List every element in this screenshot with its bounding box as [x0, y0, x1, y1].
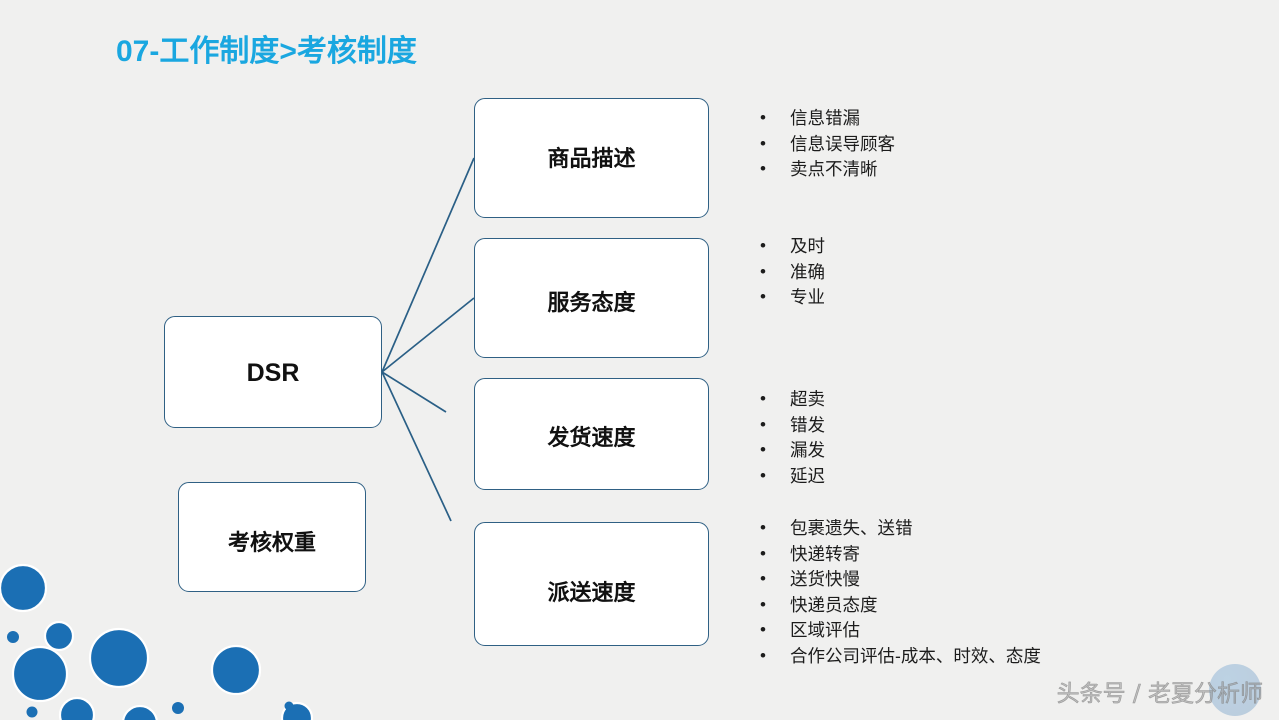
decor-circle: [11, 645, 69, 703]
list-item: 超卖: [752, 386, 825, 413]
decor-circle: [210, 644, 262, 696]
list-item: 快递员态度: [752, 592, 1041, 619]
node-product-description-label: 商品描述: [547, 146, 636, 171]
connector-to-service: [381, 297, 475, 373]
decor-circle: [43, 620, 75, 652]
list-item: 区域评估: [752, 617, 1041, 644]
list-item: 准确: [752, 259, 825, 286]
list-item: 延迟: [752, 463, 825, 490]
decor-circle: [280, 701, 314, 720]
list-item: 合作公司评估-成本、时效、态度: [752, 643, 1041, 670]
node-product-description[interactable]: 商品描述: [474, 98, 709, 218]
list-delivery-speed: 包裹遗失、送错 快递转寄 送货快慢 快递员态度 区域评估 合作公司评估-成本、时…: [752, 515, 1041, 670]
node-service-attitude[interactable]: 服务态度: [474, 238, 709, 358]
list-item: 及时: [752, 233, 825, 260]
list-item: 信息误导顾客: [752, 131, 895, 158]
list-item: 信息错漏: [752, 105, 895, 132]
node-delivery-speed-label: 派送速度: [547, 580, 636, 605]
decor-dot: [7, 631, 19, 643]
list-item: 专业: [752, 284, 825, 311]
node-shipping-speed[interactable]: 发货速度: [474, 378, 709, 490]
node-dsr[interactable]: DSR: [164, 316, 382, 428]
list-shipping-speed: 超卖 错发 漏发 延迟: [752, 386, 825, 490]
decor-circle: [0, 563, 48, 613]
list-product-description: 信息错漏 信息误导顾客 卖点不清晰: [752, 105, 895, 183]
decor-circle: [58, 696, 96, 720]
list-service-attitude: 及时 准确 专业: [752, 233, 825, 311]
connector-to-shipping: [381, 371, 447, 413]
decor-dot: [172, 702, 184, 714]
connector-to-description: [381, 157, 475, 373]
watermark-logo: [1209, 664, 1261, 716]
list-item: 漏发: [752, 437, 825, 464]
list-item: 包裹遗失、送错: [752, 515, 1041, 542]
list-item: 快递转寄: [752, 541, 1041, 568]
node-dsr-label: DSR: [246, 359, 300, 387]
list-item: 送货快慢: [752, 566, 1041, 593]
watermark-text: 头条号 / 老夏分析师: [1056, 681, 1263, 708]
node-shipping-speed-label: 发货速度: [547, 425, 636, 450]
node-assessment-weight[interactable]: 考核权重: [178, 482, 366, 592]
list-item: 错发: [752, 412, 825, 439]
list-item: 卖点不清晰: [752, 156, 895, 183]
decor-dot: [284, 701, 294, 711]
node-service-attitude-label: 服务态度: [547, 290, 636, 315]
decor-dot: [26, 706, 38, 718]
node-assessment-weight-label: 考核权重: [227, 530, 316, 555]
connector-to-delivery: [381, 371, 452, 522]
page-title: 07-工作制度>考核制度: [116, 35, 417, 68]
decor-circle: [88, 627, 150, 689]
node-delivery-speed[interactable]: 派送速度: [474, 522, 709, 646]
decor-circle: [122, 704, 158, 720]
